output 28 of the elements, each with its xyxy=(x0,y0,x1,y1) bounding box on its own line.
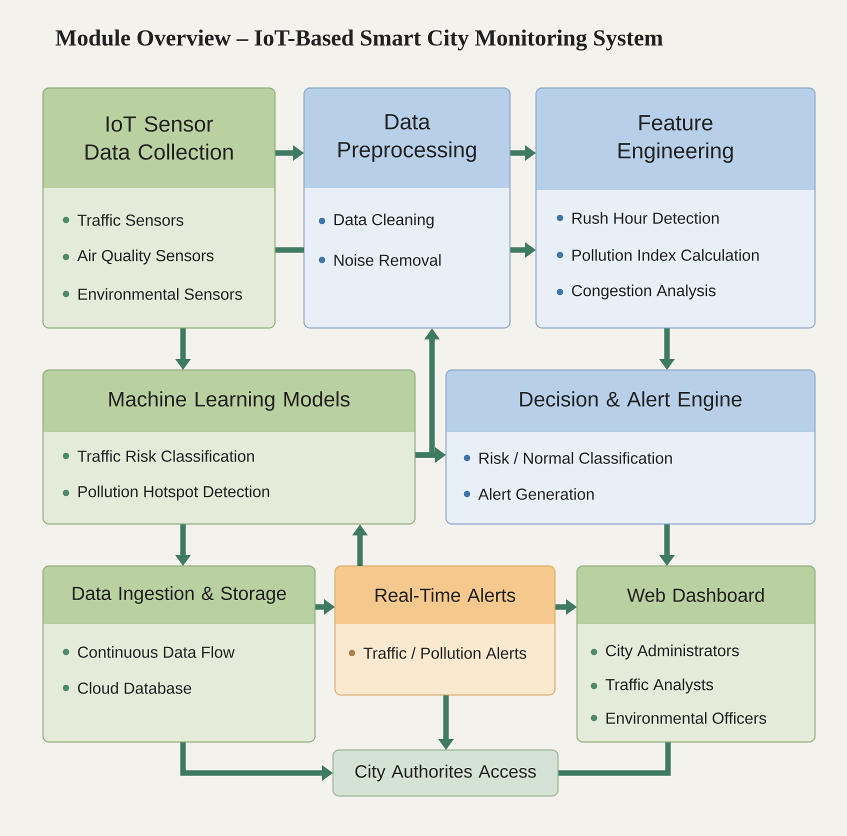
box-heading: City Authorites Access xyxy=(355,764,536,782)
box-heading: IoT Sensor Data Collection xyxy=(86,116,233,160)
bullet-item: Rush Hour Detection xyxy=(556,212,719,224)
bullet-item: Traffic Sensors xyxy=(62,214,184,226)
title: Module Overview – IoT-Based Smart City Monitoring System xyxy=(56,29,663,51)
bullet-item: Air Quality Sensors xyxy=(62,250,214,264)
bullet-item: Continuous Data Flow xyxy=(62,646,235,658)
bullet-item: Cloud Database xyxy=(62,682,192,694)
bullet-item: Traffic / Pollution Alerts xyxy=(348,647,526,659)
bullet-item: Environmental Officers xyxy=(590,712,766,724)
box-heading: Data Ingestion & Storage xyxy=(72,586,286,604)
bullet-item: Alert Generation xyxy=(464,488,594,500)
bullet-item: Traffic Risk Classification xyxy=(62,450,254,462)
box-heading: Feature Engineering xyxy=(618,115,733,163)
bullet-item: City Administrators xyxy=(590,644,739,660)
bullet-item: Risk / Normal Classification xyxy=(464,452,672,464)
bullet-item: Data Cleaning xyxy=(318,214,434,228)
bullet-item: Congestion Analysis xyxy=(556,284,716,300)
box-heading: Real-Time Alerts xyxy=(376,588,516,602)
box-heading: Machine Learning Models xyxy=(109,391,350,411)
box-heading: Decision & Alert Engine xyxy=(520,391,742,411)
bullet-item: Pollution Index Calculation xyxy=(556,249,759,261)
bullet-item: Environmental Sensors xyxy=(62,288,242,300)
bullet-item: Traffic Analysts xyxy=(590,678,714,694)
bullet-item: Pollution Hotspot Detection xyxy=(62,486,270,500)
bullet-item: Noise Removal xyxy=(318,254,441,266)
box-heading: Data Preprocessing xyxy=(338,114,476,162)
box-heading: Web Dashboard xyxy=(627,588,764,602)
